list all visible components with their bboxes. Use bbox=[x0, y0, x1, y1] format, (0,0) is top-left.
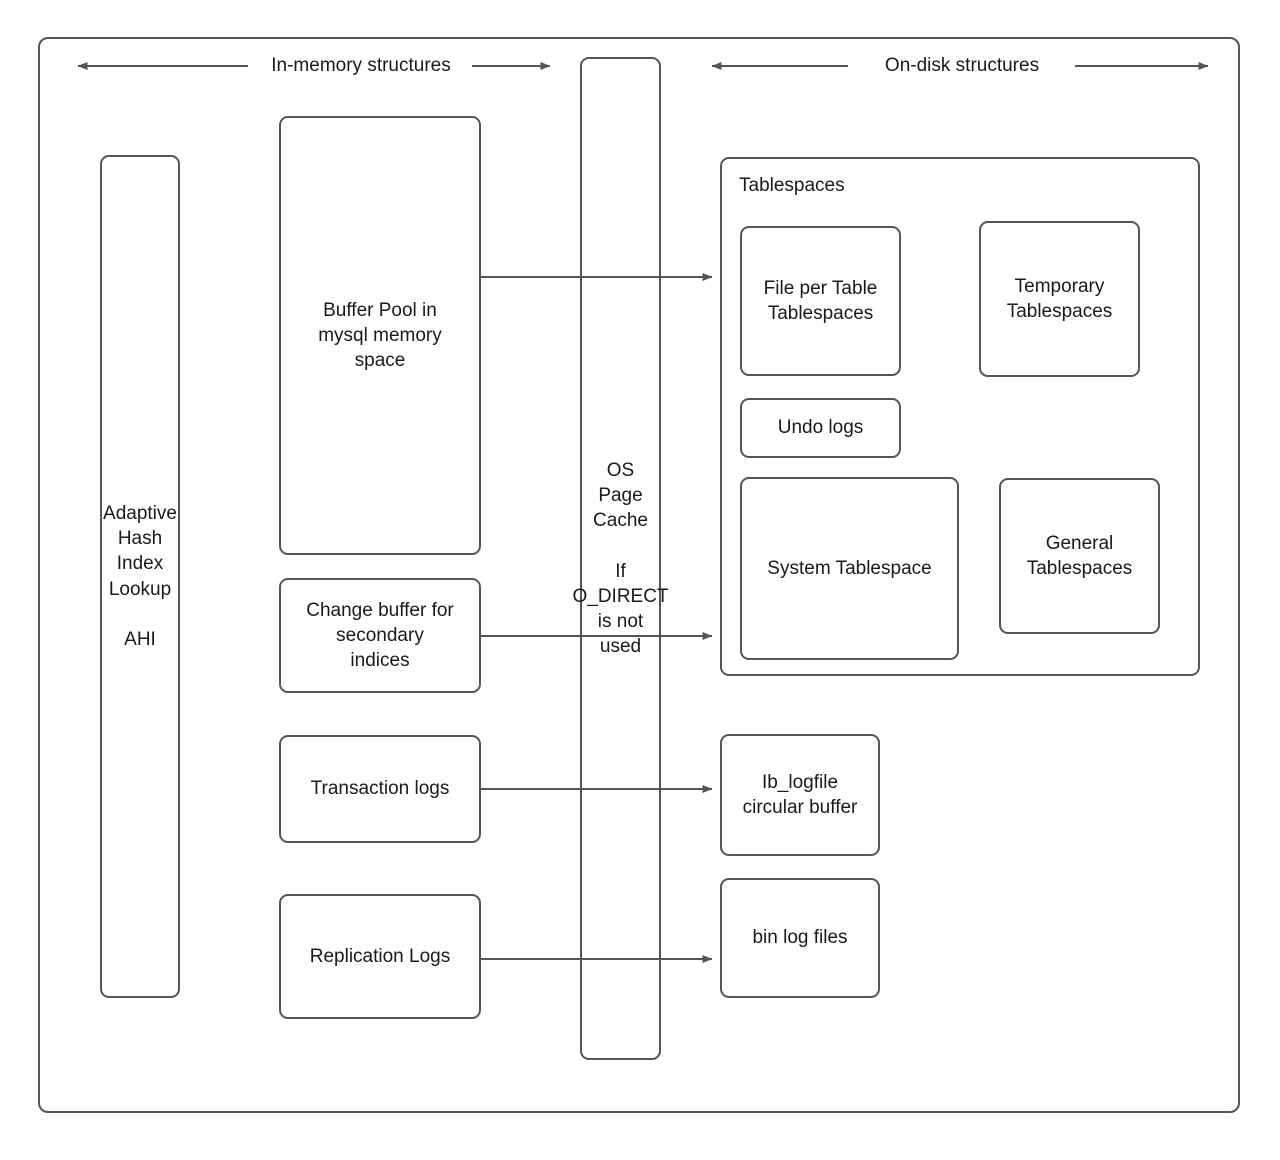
diagram-outer-frame bbox=[38, 37, 1240, 1113]
band-label-in-memory: In-memory structures bbox=[271, 55, 451, 76]
box-adaptive-hash-index-label: Adaptive Hash Index Lookup AHI bbox=[103, 503, 177, 650]
box-undo-logs[interactable]: Undo logs bbox=[740, 398, 901, 458]
box-change-buffer[interactable]: Change buffer for secondary indices bbox=[279, 578, 481, 693]
box-file-per-table-tablespaces[interactable]: File per Table Tablespaces bbox=[740, 226, 901, 376]
box-buffer-pool[interactable]: Buffer Pool in mysql memory space bbox=[279, 116, 481, 555]
box-replication-logs[interactable]: Replication Logs bbox=[279, 894, 481, 1019]
box-temporary-tablespaces-label: Temporary Tablespaces bbox=[1006, 275, 1113, 322]
box-change-buffer-label: Change buffer for secondary indices bbox=[306, 599, 454, 672]
box-system-tablespace[interactable]: System Tablespace bbox=[740, 477, 959, 660]
box-replication-logs-label: Replication Logs bbox=[309, 945, 451, 967]
box-temporary-tablespaces[interactable]: Temporary Tablespaces bbox=[979, 221, 1140, 377]
container-tablespaces-label: Tablespaces bbox=[739, 175, 845, 196]
box-undo-logs-label: Undo logs bbox=[777, 417, 864, 439]
box-buffer-pool-label: Buffer Pool in mysql memory space bbox=[318, 299, 442, 372]
box-adaptive-hash-index[interactable]: Adaptive Hash Index Lookup AHI bbox=[100, 155, 180, 998]
box-ib-logfile[interactable]: Ib_logfile circular buffer bbox=[720, 734, 880, 856]
band-label-on-disk: On-disk structures bbox=[884, 55, 1040, 76]
box-transaction-logs[interactable]: Transaction logs bbox=[279, 735, 481, 843]
box-file-per-table-tablespaces-label: File per Table Tablespaces bbox=[763, 277, 878, 324]
box-general-tablespaces[interactable]: General Tablespaces bbox=[999, 478, 1160, 634]
box-general-tablespaces-label: General Tablespaces bbox=[1026, 532, 1133, 579]
box-ib-logfile-label: Ib_logfile circular buffer bbox=[742, 771, 858, 818]
box-bin-log-files-label: bin log files bbox=[752, 927, 848, 949]
box-os-page-cache-label: OS Page Cache If O_DIRECT is not used bbox=[572, 460, 669, 657]
box-transaction-logs-label: Transaction logs bbox=[310, 778, 450, 800]
box-system-tablespace-label: System Tablespace bbox=[767, 557, 932, 579]
container-tablespaces[interactable] bbox=[720, 157, 1200, 676]
box-os-page-cache[interactable]: OS Page Cache If O_DIRECT is not used bbox=[572, 57, 669, 1060]
box-bin-log-files[interactable]: bin log files bbox=[720, 878, 880, 998]
